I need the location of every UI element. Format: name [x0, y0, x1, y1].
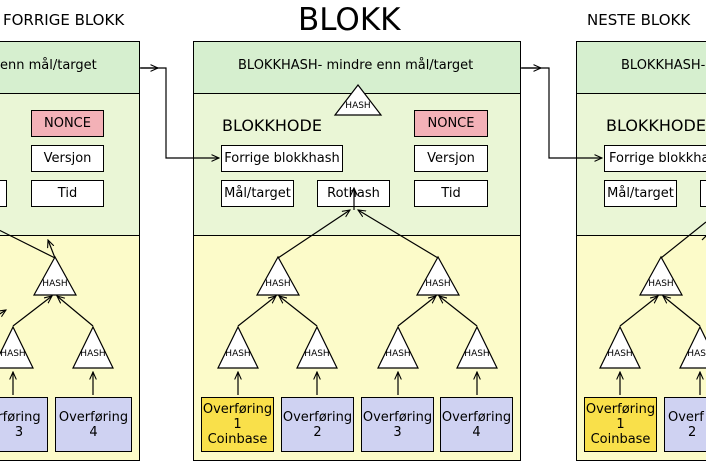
tx-number: 1: [616, 417, 625, 432]
prev-block-transaction-3: rføring 3: [0, 397, 48, 452]
main-merkle-hash-triangles: [217, 255, 498, 369]
prev-hash-label: HASH: [0, 349, 26, 359]
tx-number: 3: [393, 424, 402, 440]
tx-number: 1: [233, 417, 242, 432]
nonce-box: NONCE: [414, 110, 488, 137]
next-hash-label: HASH: [687, 349, 706, 359]
prev-block-transaction-4: Overføring 4: [55, 397, 132, 452]
prev-block-hash-text: enn mål/target: [0, 58, 97, 73]
hash-label: HASH: [464, 349, 490, 359]
transaction-3: Overføring 3: [361, 397, 434, 452]
next-merkle-hash-triangles: [599, 255, 706, 369]
tx-label: Overføring: [585, 402, 656, 417]
hash-label: HASH: [304, 349, 330, 359]
block-header-label: BLOKKHODE: [222, 116, 322, 135]
tx-label: Overføring: [58, 409, 129, 425]
main-block-hash-text: BLOKKHASH- mindre enn mål/target: [238, 58, 474, 73]
prev-block-time: Tid: [31, 180, 104, 207]
block-hash-triangle: [333, 84, 383, 116]
prev-merkle-tree: [0, 229, 93, 395]
prev-hash-label: HASH: [42, 279, 68, 289]
tx-label: Overføring: [362, 409, 433, 425]
tx-label: Overføring: [202, 402, 273, 417]
tx-label: rføring: [0, 409, 41, 425]
prev-merkle-hash-triangles: [0, 255, 114, 369]
tx-number: 2: [313, 424, 322, 440]
prev-block-nonce: NONCE: [31, 110, 104, 137]
tx-number: 2: [688, 424, 697, 440]
next-block-partial-box: [700, 180, 706, 207]
prev-block-partial-box: [0, 180, 7, 207]
transaction-1-coinbase: Overføring 1 Coinbase: [201, 397, 274, 452]
tx-label: Overføring: [441, 409, 512, 425]
hash-label: HASH: [225, 349, 251, 359]
tx-coinbase-label: Coinbase: [590, 432, 651, 447]
time-box: Tid: [414, 180, 488, 207]
main-to-next-arrow: [521, 68, 602, 158]
main-merkle-tree: [238, 210, 477, 395]
transaction-2: Overføring 2: [281, 397, 354, 452]
tx-number: 4: [89, 424, 98, 440]
prev-blockhash-box: Forrige blokkhash: [221, 145, 343, 172]
tx-label: Overf: [668, 409, 704, 425]
version-box: Versjon: [414, 145, 488, 172]
next-hash-label: HASH: [607, 349, 633, 359]
prev-hash-label: HASH: [80, 349, 106, 359]
next-block-title: NESTE BLOKK: [587, 11, 691, 29]
next-hash-label: HASH: [648, 279, 674, 289]
tx-label: Overføring: [282, 409, 353, 425]
main-block-title: BLOKK: [298, 2, 401, 38]
target-box: Mål/target: [221, 180, 294, 207]
next-block-target: Mål/target: [604, 180, 677, 207]
prev-block-version: Versjon: [31, 145, 104, 172]
hash-label: HASH: [385, 349, 411, 359]
next-block-header-label: BLOKKHODE: [606, 116, 706, 135]
tx-coinbase-label: Coinbase: [207, 432, 268, 447]
next-block-prev-blockhash: Forrige blokkhash: [604, 145, 706, 172]
prev-to-main-arrow: [140, 68, 219, 158]
transaction-4: Overføring 4: [440, 397, 513, 452]
next-merkle-tree: [620, 221, 706, 395]
tx-number: 3: [14, 424, 24, 440]
next-block-hash-text: BLOKKHASH-: [621, 58, 706, 73]
hash-label: HASH: [265, 279, 291, 289]
next-block-transaction-2: Overf 2: [664, 397, 706, 452]
hash-label: HASH: [425, 279, 451, 289]
block-hash-triangle-label: HASH: [345, 101, 371, 111]
prev-block-title: FORRIGE BLOKK: [3, 11, 125, 29]
tx-number: 4: [472, 424, 481, 440]
next-block-transaction-1-coinbase: Overføring 1 Coinbase: [584, 397, 657, 452]
